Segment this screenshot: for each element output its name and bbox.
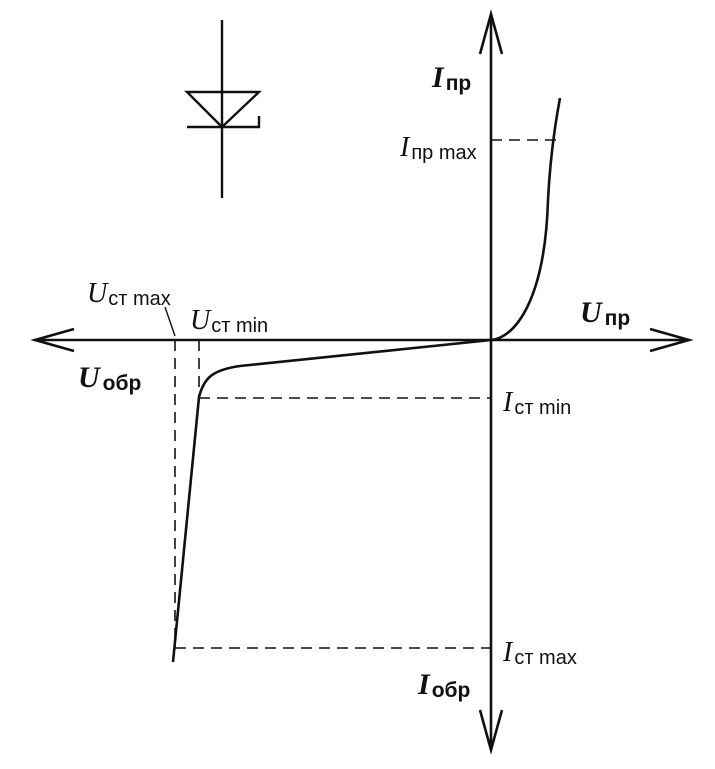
u-st-min-label: Uст min	[190, 305, 268, 337]
arrow-down-icon	[478, 709, 504, 755]
reverse-branch-curve	[171, 338, 492, 663]
arrow-left-icon	[30, 327, 75, 353]
arrow-up-icon	[478, 9, 504, 55]
guide-lines	[174, 139, 558, 649]
forward-current-label: Iпр	[431, 61, 471, 95]
reverse-current-label: Iобр	[417, 668, 470, 702]
u-st-max-leader	[164, 306, 176, 337]
arrow-right-icon	[649, 327, 694, 353]
zener-diode-icon	[184, 20, 263, 198]
u-st-max-label: Uст max	[87, 278, 171, 310]
forward-branch-curve	[490, 97, 562, 342]
axes	[30, 9, 694, 755]
